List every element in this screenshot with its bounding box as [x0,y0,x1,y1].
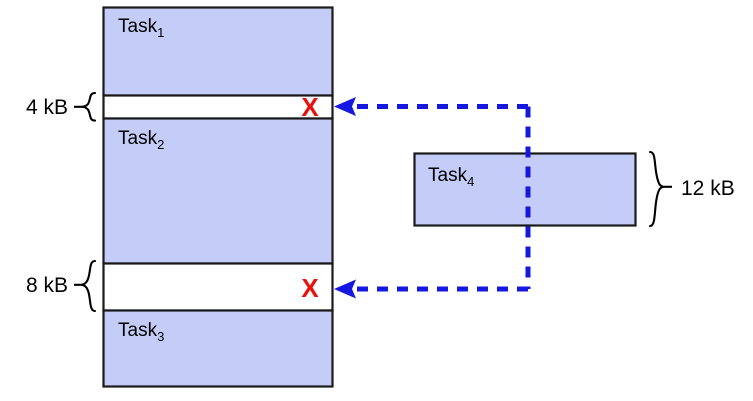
memory-block-task3-label: Task3 [118,320,164,344]
arrow-to-hole-8kb [334,279,528,299]
size-label-4kb: 4 kB [26,96,68,119]
size-label-8kb: 8 kB [26,274,68,297]
incoming-block-task4-label: Task4 [428,165,474,189]
arrow-to-hole-4kb [334,97,528,116]
hole-8kb-x-icon: X [301,273,319,303]
brace-4kb [74,91,97,122]
memory-block-task1: Task1 [102,6,334,97]
memory-hole-4kb: X [102,92,334,122]
memory-block-task2-label: Task2 [118,128,164,152]
memory-hole-8kb: X [102,262,334,312]
hole-4kb-x-icon: X [301,92,319,122]
arrowhead-hole-8kb [334,279,356,299]
brace-8kb [74,259,97,313]
memory-block-task3: Task3 [102,309,334,388]
incoming-block-task4: Task4 [413,152,637,227]
brace-12kb [648,150,672,228]
memory-block-task1-label: Task1 [118,16,164,40]
memory-block-task2: Task2 [102,117,334,265]
size-label-12kb: 12 kB [681,177,735,200]
arrowhead-hole-4kb [334,97,356,116]
